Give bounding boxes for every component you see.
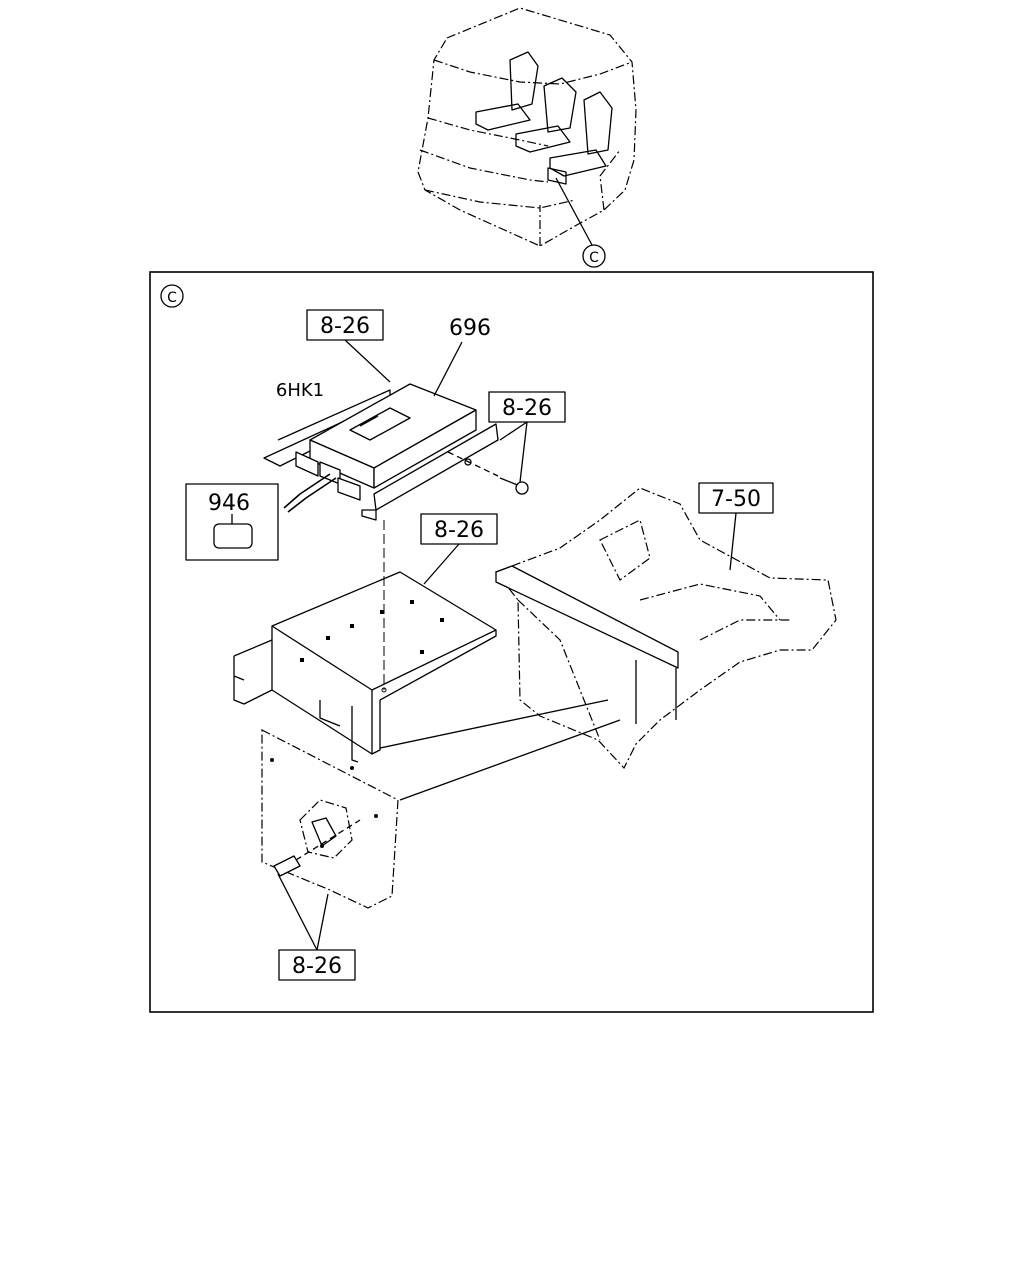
detail-marker: C xyxy=(167,290,177,306)
ref-label-middle: 8-26 xyxy=(434,518,484,543)
ecu-module xyxy=(263,383,529,521)
detail-frame xyxy=(149,271,874,1013)
ref-label-lower: 8-26 xyxy=(292,954,342,979)
mounting-tray xyxy=(233,520,497,763)
ref-label-upper-left: 8-26 xyxy=(320,314,370,339)
side-cover-panel xyxy=(261,729,399,909)
ref-label-frame: 7-50 xyxy=(711,487,761,512)
ref-label-upper-right: 8-26 xyxy=(502,396,552,421)
engine-code-label: 6HK1 xyxy=(276,380,324,401)
ecu-part-number: 696 xyxy=(449,316,491,341)
part-946-label: 946 xyxy=(208,491,250,516)
cab-detail-marker: C xyxy=(589,250,599,266)
callouts: 8-26 696 6HK1 8-26 946 8-26 7-50 8-26 xyxy=(185,309,774,981)
cab-overview-illustration: C xyxy=(417,7,637,268)
floor-frame xyxy=(379,487,837,801)
